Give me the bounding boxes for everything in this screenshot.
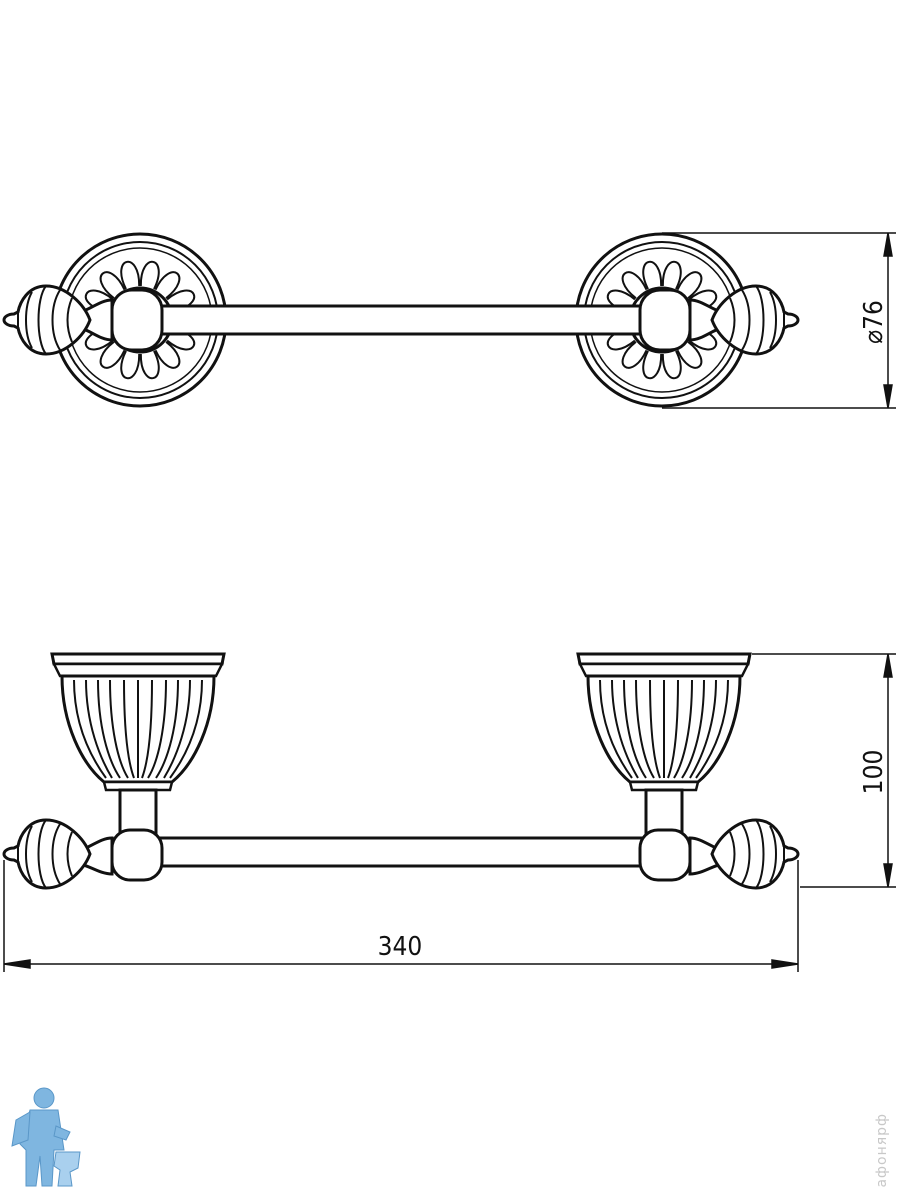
top-bar: [158, 304, 646, 336]
watermark: афонярф: [874, 1113, 890, 1188]
plumber-mascot-logo: [11, 1087, 81, 1187]
left-cup: [50, 652, 226, 792]
height-dimension: [752, 653, 896, 888]
right-cup: [576, 652, 752, 792]
diameter-label: ⌀76: [859, 300, 889, 344]
diameter-dimension: [662, 232, 896, 409]
left-stem: [118, 788, 158, 836]
length-label: 340: [378, 932, 423, 962]
left-front-hub: [110, 828, 164, 882]
right-front-hub: [638, 828, 692, 882]
right-hub: [638, 288, 692, 352]
front-view: 100 340: [2, 652, 896, 972]
length-dimension: [3, 860, 799, 972]
left-front-knob: [2, 818, 92, 890]
front-bar: [154, 836, 648, 868]
top-view: ⌀76: [2, 232, 896, 409]
height-label: 100: [859, 750, 889, 795]
right-front-knob: [710, 818, 800, 890]
right-stem: [644, 788, 684, 836]
left-hub: [110, 288, 164, 352]
